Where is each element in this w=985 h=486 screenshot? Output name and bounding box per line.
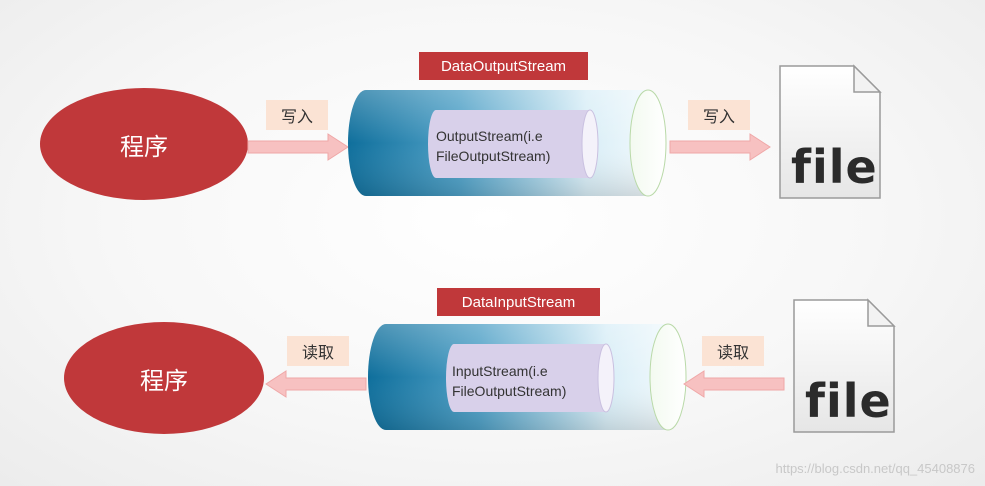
read-label-left: 读取 <box>287 336 349 366</box>
program-ellipse-bottom: 程序 <box>64 322 264 434</box>
arrow-left-icon <box>265 370 367 398</box>
arrow-right-icon <box>669 133 771 161</box>
write-label-right: 写入 <box>688 100 750 130</box>
file-icon <box>779 64 882 199</box>
write-label-right-text: 写入 <box>702 107 735 126</box>
file-icon <box>793 298 896 433</box>
arrow-right-icon <box>247 133 349 161</box>
read-label-right: 读取 <box>702 336 764 366</box>
inner-stream-line1-bottom: InputStream(i.e <box>452 363 548 379</box>
inner-stream-text-bottom: InputStream(i.e FileOutputStream) <box>452 361 566 401</box>
arrow-left-icon <box>683 370 785 398</box>
stream-cylinder-bottom <box>368 323 687 431</box>
read-label-right-text: 读取 <box>716 343 749 362</box>
file-label-top: file <box>791 140 878 194</box>
inner-stream-line2-bottom: FileOutputStream) <box>452 383 567 399</box>
program-label-bottom: 程序 <box>140 366 188 395</box>
write-label-left-text: 写入 <box>280 107 313 126</box>
stream-cylinder-top <box>348 89 667 197</box>
write-label-left: 写入 <box>266 100 328 130</box>
stream-title-top-text: DataOutputStream <box>440 57 567 75</box>
stream-title-bottom: DataInputStream <box>437 288 600 316</box>
read-label-left-text: 读取 <box>301 343 334 362</box>
watermark-text: https://blog.csdn.net/qq_45408876 <box>775 461 976 476</box>
stream-title-top: DataOutputStream <box>419 52 588 80</box>
stream-title-bottom-text: DataInputStream <box>461 293 576 311</box>
inner-stream-line2-top: FileOutputStream) <box>436 148 551 164</box>
inner-stream-text-top: OutputStream(i.e FileOutputStream) <box>436 126 550 166</box>
program-label-top: 程序 <box>120 132 168 161</box>
file-label-bottom: file <box>805 374 892 428</box>
inner-stream-line1-top: OutputStream(i.e <box>436 128 543 144</box>
program-ellipse-top: 程序 <box>40 88 248 200</box>
